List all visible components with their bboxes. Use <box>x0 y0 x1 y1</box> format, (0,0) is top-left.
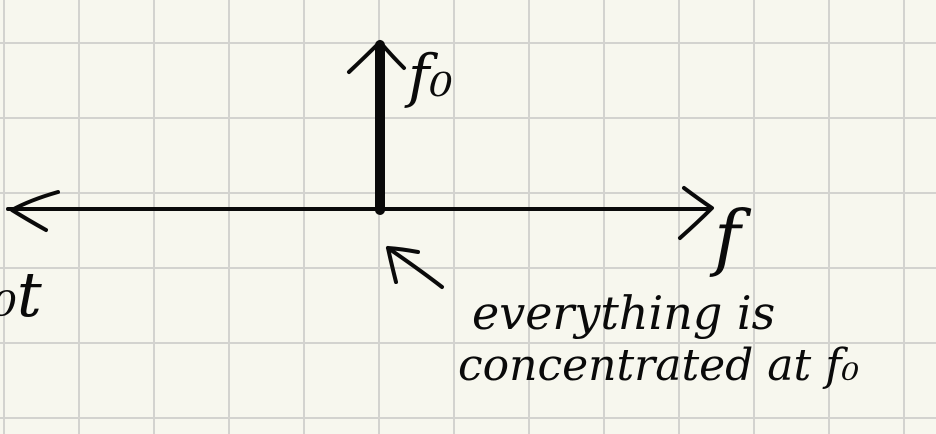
note-line-1: everything is <box>472 286 775 340</box>
impulse-label: f₀ <box>404 42 453 110</box>
clipped-time-label: ₀t <box>0 258 42 331</box>
note-line-2: concentrated at f₀ <box>458 340 859 391</box>
axis-left-arrowhead <box>10 190 60 232</box>
annotation-arrow <box>386 246 444 289</box>
axis-right-arrowhead <box>678 186 714 240</box>
impulse-arrowhead <box>347 40 406 74</box>
frequency-axis-label: f <box>709 195 752 279</box>
annotation-arrowhead <box>386 246 420 284</box>
